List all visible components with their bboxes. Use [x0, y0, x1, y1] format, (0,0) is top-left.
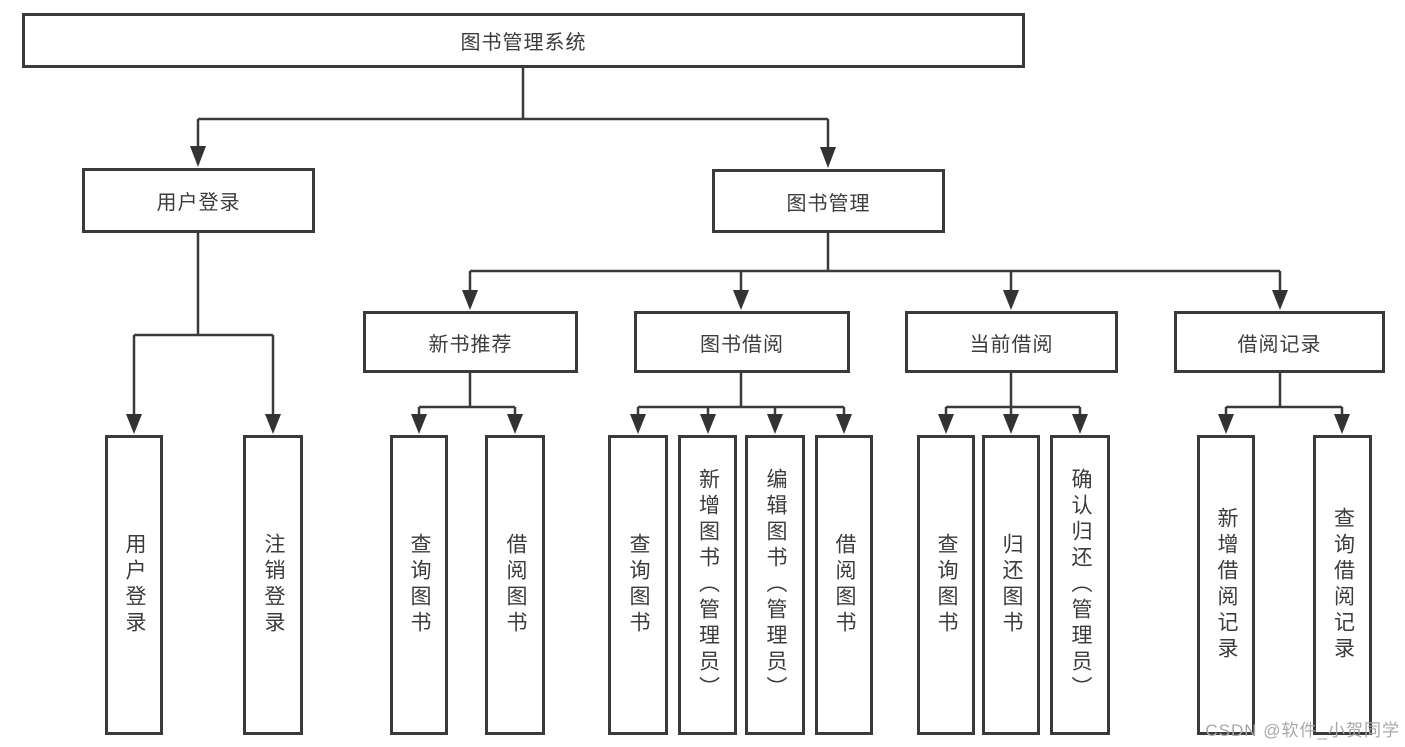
- arrowhead-icon: [938, 414, 954, 434]
- arrowhead-icon: [767, 414, 783, 434]
- node-leaf-confirm-return-admin: 确认归还（管理员）: [1050, 435, 1110, 735]
- arrowhead-icon: [265, 414, 281, 434]
- arrowhead-icon: [1218, 414, 1234, 434]
- arrowheads: [126, 146, 1350, 434]
- arrowhead-icon: [507, 414, 523, 434]
- node-leaf-query-books-rec: 查询图书: [390, 435, 448, 735]
- csdn-watermark: CSDN @软件_小贺同学: [1205, 721, 1400, 740]
- node-leaf-borrow-books: 借阅图书: [815, 435, 873, 735]
- arrowhead-icon: [630, 414, 646, 434]
- arrowhead-icon: [126, 414, 142, 434]
- arrowhead-icon: [820, 147, 836, 168]
- node-book-management: 图书管理: [712, 169, 945, 233]
- arrowhead-icon: [700, 414, 716, 434]
- node-library-management-system: 图书管理系统: [22, 13, 1025, 68]
- node-current-borrowing: 当前借阅: [905, 311, 1118, 373]
- arrowhead-icon: [411, 414, 427, 434]
- node-leaf-logout: 注销登录: [243, 435, 303, 735]
- node-leaf-return-books: 归还图书: [982, 435, 1040, 735]
- node-user-login: 用户登录: [82, 168, 315, 233]
- arrowhead-icon: [1003, 414, 1019, 434]
- node-leaf-borrow-books-rec: 借阅图书: [485, 435, 545, 735]
- arrowhead-icon: [1272, 290, 1288, 310]
- arrowhead-icon: [836, 414, 852, 434]
- node-leaf-add-borrow-record: 新增借阅记录: [1197, 435, 1255, 735]
- arrowhead-icon: [190, 146, 206, 167]
- arrowhead-icon: [462, 290, 478, 310]
- arrowhead-icon: [733, 290, 749, 310]
- node-leaf-add-books-admin: 新增图书（管理员）: [678, 435, 737, 735]
- connector-edges: [132, 68, 1344, 416]
- node-borrowing-records: 借阅记录: [1174, 311, 1385, 373]
- node-leaf-query-borrow-record: 查询借阅记录: [1313, 435, 1372, 735]
- node-book-borrowing: 图书借阅: [634, 311, 850, 373]
- arrowhead-icon: [1072, 414, 1088, 434]
- node-leaf-query-books-current: 查询图书: [917, 435, 975, 735]
- arrowhead-icon: [1334, 414, 1350, 434]
- node-new-book-recommendation: 新书推荐: [363, 311, 578, 373]
- node-leaf-edit-books-admin: 编辑图书（管理员）: [745, 435, 805, 735]
- arrowhead-icon: [1003, 290, 1019, 310]
- node-leaf-user-login: 用户登录: [105, 435, 163, 735]
- node-leaf-query-books-borrow: 查询图书: [608, 435, 668, 735]
